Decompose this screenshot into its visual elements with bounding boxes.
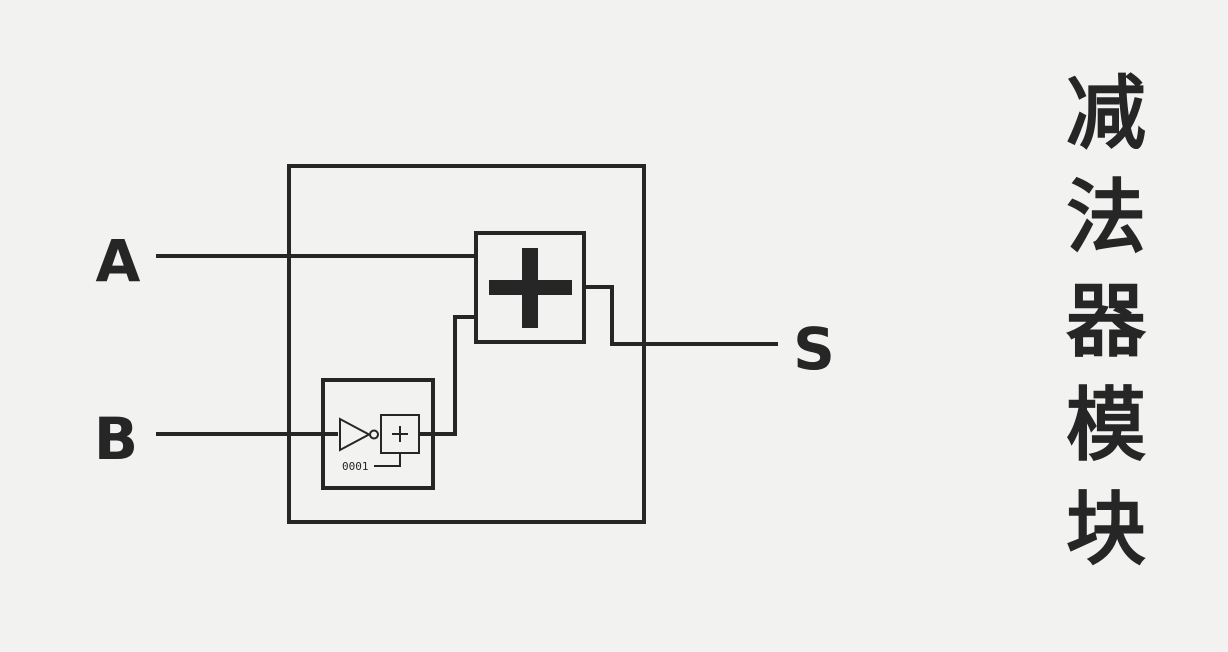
not-gate-icon: [339, 417, 372, 452]
vertical-title: 减 法 器 模 块: [1058, 62, 1154, 582]
constant-one-wire: [374, 453, 401, 467]
title-char: 块: [1066, 483, 1146, 576]
title-char: 器: [1066, 275, 1146, 368]
wire-negated-b: [419, 315, 476, 436]
output-s-label: S: [793, 315, 835, 383]
title-char: 模: [1066, 379, 1146, 472]
adder-plus-vertical: [522, 248, 538, 328]
not-gate-bubble: [369, 429, 379, 440]
title-char: 减: [1066, 67, 1146, 160]
input-a-label: A: [96, 227, 141, 295]
title-char: 法: [1066, 171, 1146, 264]
constant-one-label: 0001: [342, 460, 369, 473]
wire-s: [584, 285, 778, 346]
input-b-label: B: [94, 405, 138, 473]
